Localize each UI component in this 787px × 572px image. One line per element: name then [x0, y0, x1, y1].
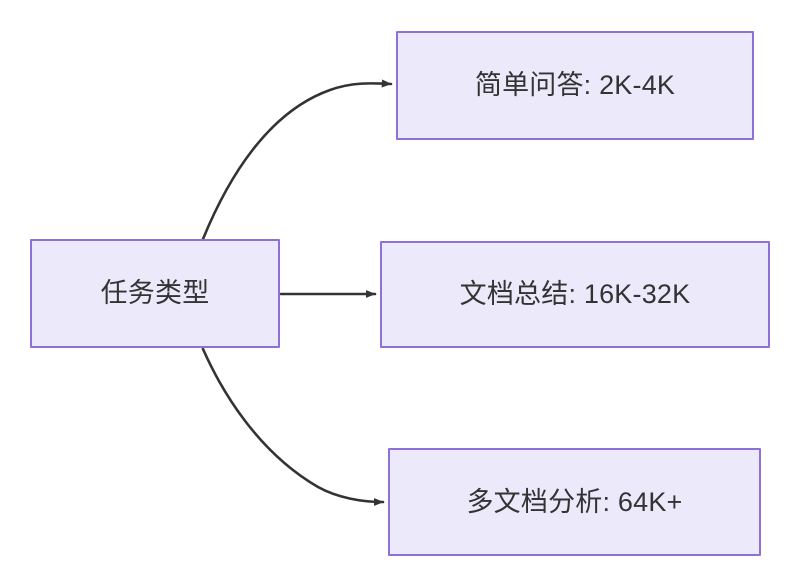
node-simple-qa-label: 简单问答: 2K-4K: [474, 70, 676, 101]
edge-source-to-multi-doc: [201, 347, 385, 506]
node-doc-summary[interactable]: 文档总结: 16K-32K: [380, 241, 770, 348]
node-multi-doc[interactable]: 多文档分析: 64K+: [388, 448, 761, 556]
node-task-type[interactable]: 任务类型: [30, 239, 280, 348]
node-task-type-label: 任务类型: [100, 278, 210, 309]
edge-source-to-simple-qa: [201, 79, 393, 241]
node-simple-qa[interactable]: 简单问答: 2K-4K: [396, 31, 754, 140]
node-doc-summary-label: 文档总结: 16K-32K: [459, 279, 691, 310]
node-multi-doc-label: 多文档分析: 64K+: [466, 486, 683, 517]
